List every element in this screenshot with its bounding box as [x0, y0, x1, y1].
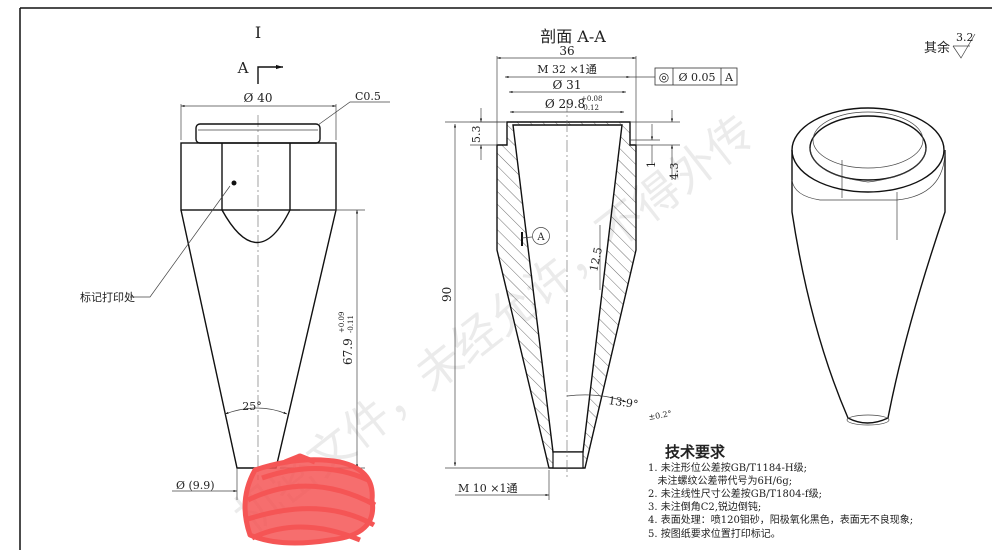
drawing-frame — [19, 7, 992, 550]
dim-lip-height: 5.3 — [470, 126, 483, 144]
dim-step-4-3: 4.3 — [668, 163, 681, 181]
dim-taper-angle: 13.9° — [608, 394, 640, 411]
tech-item: 1. 未注形位公差按GB/T1184-H级; — [648, 461, 807, 474]
section-mark-label: A — [237, 59, 249, 77]
dim-chamfer: C0.5 — [355, 90, 381, 103]
tolerance-value: Ø 0.05 — [678, 71, 715, 84]
dim-length-tol-upper: +0.09 — [338, 312, 346, 333]
dim-dia-29-8: Ø 29.8 — [545, 97, 585, 111]
tech-requirements: 技术要求 1. 未注形位公差按GB/T1184-H级; 未注螺纹公差带代号为6H… — [648, 443, 913, 540]
redaction-scribble — [242, 453, 377, 546]
dim-angle: 25° — [242, 400, 262, 413]
roughness-prefix: 其余 — [924, 40, 950, 56]
dim-step-1: 1 — [645, 161, 658, 168]
tolerance-datum: A — [724, 71, 734, 84]
tech-item: 2. 未注线性尺寸公差按GB/T1804-f级; — [648, 487, 822, 500]
section-arrow — [257, 64, 283, 84]
dim-taper-tol: ±0.2° — [648, 409, 673, 422]
dim-thread-top: M 32 ×1通 — [537, 63, 596, 76]
dim-dia-bottom: Ø (9.9) — [176, 479, 215, 492]
isometric-view — [791, 107, 946, 426]
dim-wall: 12.5 — [587, 246, 605, 273]
view-label: I — [255, 23, 261, 42]
tech-item: 5. 按图纸要求位置打印标记。 — [648, 527, 781, 540]
tech-item: 未注螺纹公差带代号为6H/6g; — [648, 474, 792, 487]
tech-item: 3. 未注倒角C2,锐边倒钝; — [648, 500, 761, 513]
dim-thread-bottom: M 10 ×1通 — [458, 482, 517, 495]
dim-dia-top: Ø 40 — [244, 91, 273, 105]
dim-width: 36 — [559, 44, 574, 58]
roughness-value: 3.2 — [956, 31, 974, 44]
marking-label: 标记打印处 — [80, 290, 135, 304]
dim-length: 67.9 — [341, 338, 355, 365]
detail-ref: A — [536, 232, 545, 243]
dim-dia-31: Ø 31 — [553, 78, 582, 92]
concentricity-icon: ◎ — [659, 70, 669, 84]
tech-item: 4. 表面处理：喷120钼砂，阳极氧化黑色，表面无不良现象; — [648, 513, 913, 526]
dim-dia-29-8-tol-upper: +0.08 — [581, 95, 602, 103]
dim-dia-29-8-tol-lower: -0.12 — [581, 104, 599, 112]
surface-roughness: 其余 3.2 — [924, 31, 976, 59]
section-view: 剖面 A-A 36 M 32 ×1通 Ø 31 Ø 29.8 +0.08 -0.… — [440, 27, 738, 500]
tech-title: 技术要求 — [665, 443, 726, 461]
dim-length-tol-lower: -0.11 — [347, 315, 355, 333]
left-view: I A Ø 40 C0.5 标记打印处 67.9 +0.09 -0.11 — [80, 23, 390, 500]
marking-dot — [231, 180, 237, 186]
tolerance-frame: ◎ Ø 0.05 A — [654, 67, 738, 86]
section-title: 剖面 A-A — [540, 27, 606, 46]
dim-height: 90 — [440, 287, 454, 302]
